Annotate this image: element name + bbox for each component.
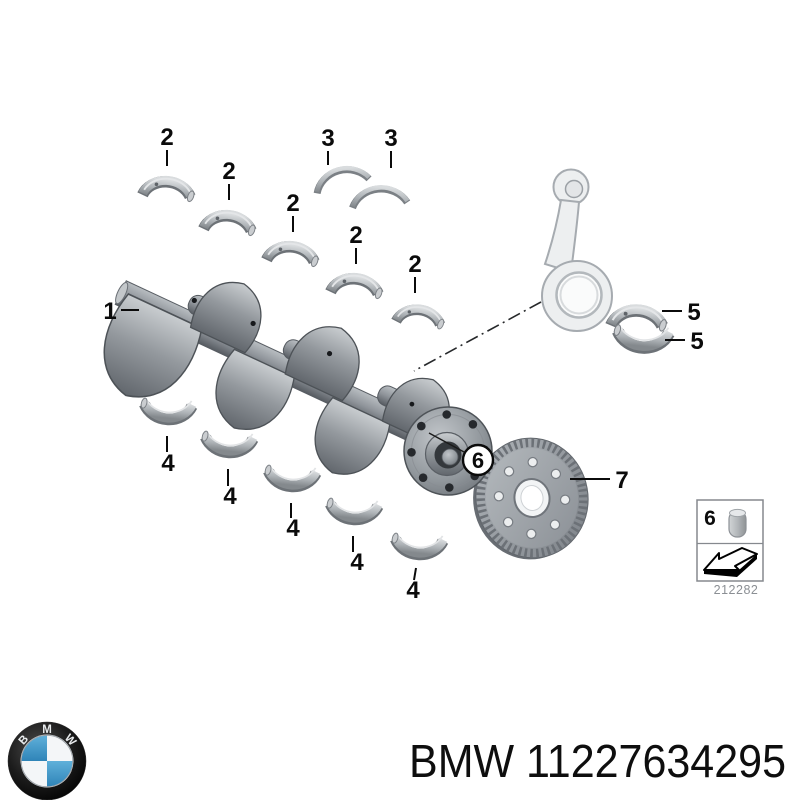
thrust-washer bbox=[353, 185, 409, 213]
callout-label: 2 bbox=[160, 124, 173, 151]
callout-label: 4 bbox=[223, 483, 237, 510]
bmw-logo: B M W bbox=[7, 721, 87, 800]
callout-label: 4 bbox=[406, 577, 420, 604]
thrust-washer bbox=[315, 166, 370, 193]
callout-3b: 3 bbox=[384, 125, 398, 168]
gear-teeth bbox=[475, 438, 589, 558]
callout-label: 2 bbox=[286, 190, 299, 217]
logo-quadrant-blue bbox=[21, 735, 47, 761]
upper-bearing-shell bbox=[330, 273, 384, 300]
callout-label: 2 bbox=[222, 158, 235, 185]
lower-bearing-shell bbox=[390, 531, 443, 557]
connecting-rod-illustration bbox=[541, 168, 613, 332]
callout-label: 7 bbox=[615, 467, 628, 494]
upper-bearing-shell bbox=[266, 241, 320, 268]
callout-label: 4 bbox=[161, 450, 175, 477]
callout-label: 3 bbox=[384, 125, 397, 152]
callout-7: 7 bbox=[570, 467, 629, 494]
drawing-number: 212282 bbox=[714, 583, 759, 597]
logo-quadrant-blue bbox=[47, 761, 73, 787]
callout-label: 1 bbox=[103, 298, 116, 325]
callout-label: 5 bbox=[687, 299, 700, 326]
callout-4e: 4 bbox=[406, 567, 420, 604]
legend-box: 6 212282 bbox=[696, 499, 764, 597]
logo-quadrant-white bbox=[47, 735, 73, 761]
part-number-text: BMW 11227634295 bbox=[409, 735, 786, 787]
lower-bearing-shell bbox=[325, 496, 378, 522]
callout-label: 4 bbox=[350, 549, 364, 576]
callout-label: 5 bbox=[690, 328, 703, 355]
upper-bearing-shell bbox=[203, 210, 257, 237]
callout-label: 6 bbox=[472, 448, 484, 473]
callout-label: 2 bbox=[349, 222, 362, 249]
lower-bearing-shell bbox=[263, 463, 316, 489]
callout-2c: 2 bbox=[286, 190, 300, 232]
dowel-pin-icon bbox=[728, 508, 747, 538]
callout-4d: 4 bbox=[350, 536, 364, 576]
crankshaft-illustration bbox=[84, 269, 463, 489]
callout-label: 2 bbox=[408, 251, 421, 278]
callout-3a: 3 bbox=[321, 125, 335, 165]
callout-2b: 2 bbox=[222, 158, 236, 200]
callout-5a: 5 bbox=[662, 299, 701, 326]
pulse-gear-illustration bbox=[473, 437, 589, 560]
callout-2d: 2 bbox=[349, 222, 363, 264]
callout-1: 1 bbox=[103, 298, 139, 325]
callout-6-circled: 6 bbox=[428, 432, 495, 477]
legend-callout-label: 6 bbox=[704, 507, 716, 530]
lower-bearing-shell bbox=[139, 396, 192, 422]
install-direction-arrow-icon bbox=[703, 547, 758, 577]
assembly-leader-line bbox=[413, 301, 542, 372]
callout-label: 4 bbox=[286, 515, 300, 542]
logo-letter: M bbox=[42, 724, 52, 736]
callout-2e: 2 bbox=[408, 251, 422, 293]
callout-label: 3 bbox=[321, 125, 334, 152]
upper-bearing-shell bbox=[396, 303, 447, 330]
logo-quadrant-white bbox=[21, 761, 47, 787]
callout-2a: 2 bbox=[160, 124, 174, 166]
callout-4c: 4 bbox=[286, 503, 300, 542]
upper-bearing-shell bbox=[142, 176, 196, 203]
lower-bearing-shell bbox=[200, 429, 253, 455]
callout-5b: 5 bbox=[665, 328, 704, 355]
callout-4b: 4 bbox=[223, 469, 237, 510]
callout-4a: 4 bbox=[161, 436, 175, 477]
